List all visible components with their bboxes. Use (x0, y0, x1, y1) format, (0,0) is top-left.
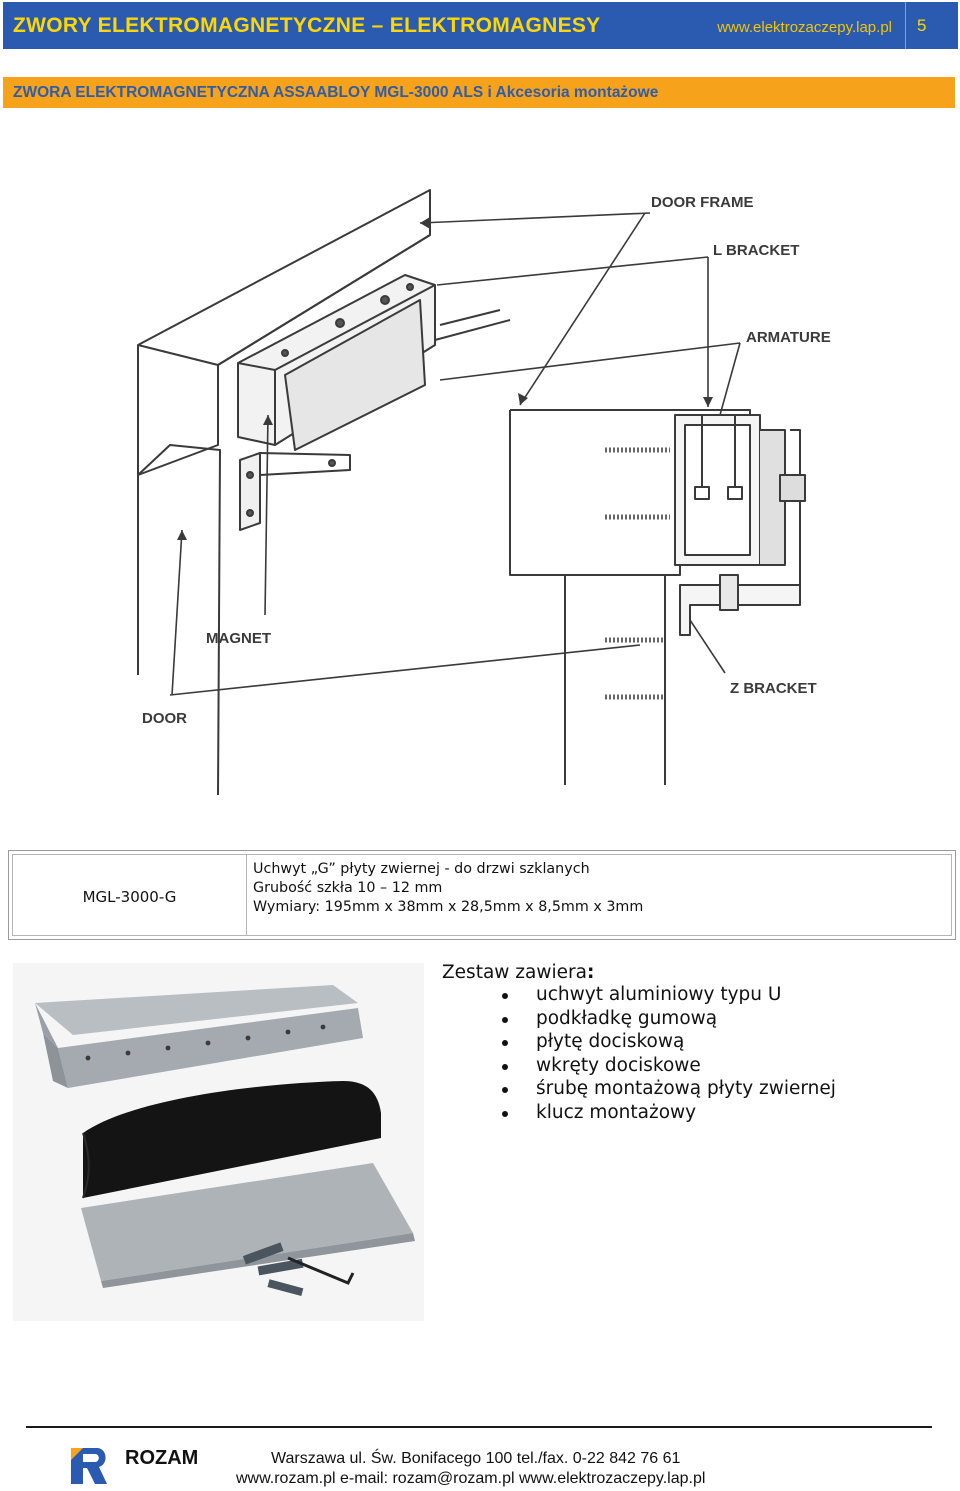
kit-title: Zestaw zawiera: (442, 962, 836, 983)
list-item: klucz montażowy (442, 1101, 836, 1125)
spec-table: MGL-3000-G Uchwyt „G” płyty zwiernej - d… (8, 850, 956, 940)
installation-diagram: DOOR FRAME L BRACKET ARMATURE MAGNET Z B… (137, 189, 831, 795)
kit-title-colon: : (586, 962, 595, 983)
label-door: DOOR (142, 710, 187, 727)
z-bracket-section (679, 584, 801, 636)
footer-address: Warszawa ul. Św. Bonifacego 100 tel./fax… (271, 1450, 681, 1467)
header-divider (905, 2, 906, 49)
spec-line: Wymiary: 195mm x 38mm x 28,5mm x 8,5mm x… (253, 899, 644, 915)
label-l-bracket: L BRACKET (713, 242, 799, 259)
product-photo (13, 963, 424, 1321)
spec-code-cell: MGL-3000-G (13, 855, 247, 935)
label-armature: ARMATURE (746, 329, 831, 346)
list-item: wkręty dociskowe (442, 1054, 836, 1078)
label-magnet: MAGNET (206, 630, 271, 647)
product-code: MGL-3000-G (82, 888, 177, 906)
list-item: śrubę montażową płyty zwiernej (442, 1077, 836, 1101)
label-z-bracket: Z BRACKET (730, 680, 817, 697)
kit-title-text: Zestaw zawiera (442, 962, 587, 983)
page-number: 5 (917, 16, 927, 35)
spec-line: Grubość szkła 10 – 12 mm (253, 880, 443, 896)
z-bracket-left-shape (239, 452, 261, 531)
spec-line: Uchwyt „G” płyty zwiernej - do drzwi szk… (253, 861, 590, 877)
footer-brand: ROZAM (125, 1447, 199, 1469)
spec-table-inner: MGL-3000-G Uchwyt „G” płyty zwiernej - d… (12, 854, 952, 936)
header-url-link[interactable]: www.elektrozaczepy.lap.pl (717, 19, 892, 36)
footer-contact[interactable]: www.rozam.pl e-mail: rozam@rozam.pl www.… (236, 1470, 706, 1487)
list-item: podkładkę gumową (442, 1007, 836, 1031)
label-door-frame: DOOR FRAME (651, 194, 754, 211)
section-title: ZWORA ELEKTROMAGNETYCZNA ASSAABLOY MGL-3… (13, 84, 659, 101)
list-item: uchwyt aluminiowy typu U (442, 983, 836, 1007)
spec-description: Uchwyt „G” płyty zwiernej - do drzwi szk… (253, 860, 643, 917)
kit-list: uchwyt aluminiowy typu U podkładkę gumow… (442, 983, 836, 1125)
section-header: ZWORA ELEKTROMAGNETYCZNA ASSAABLOY MGL-3… (3, 77, 955, 108)
rozam-logo-icon (71, 1448, 107, 1484)
footer-divider (26, 1426, 932, 1428)
door-left-shape (137, 444, 221, 795)
list-item: płytę dociskową (442, 1030, 836, 1054)
page-header: ZWORY ELEKTROMAGNETYCZNE – ELEKTROMAGNES… (3, 2, 958, 49)
kit-contents: Zestaw zawiera: uchwyt aluminiowy typu U… (442, 962, 836, 1125)
header-title: ZWORY ELEKTROMAGNETYCZNE – ELEKTROMAGNES… (13, 14, 601, 37)
